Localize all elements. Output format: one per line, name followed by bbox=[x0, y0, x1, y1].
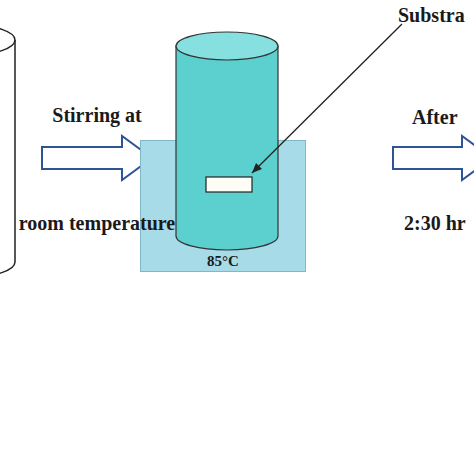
step-label: After bbox=[412, 106, 458, 128]
process-arrow bbox=[393, 136, 474, 180]
beaker-rim bbox=[0, 40, 15, 55]
temperature-label: 85°C bbox=[207, 253, 239, 270]
process-arrow bbox=[42, 136, 152, 180]
leader-line bbox=[252, 24, 402, 173]
step-label: 2:30 hr bbox=[404, 212, 466, 234]
step-label: room temperature bbox=[19, 212, 175, 234]
part-label: Substra bbox=[398, 4, 465, 26]
beaker bbox=[0, 25, 15, 277]
beaker-rim bbox=[176, 32, 278, 60]
substrate bbox=[206, 177, 252, 192]
beaker bbox=[176, 46, 278, 250]
step-label: Stirring at bbox=[52, 104, 141, 126]
leader-arrowhead bbox=[252, 163, 262, 173]
